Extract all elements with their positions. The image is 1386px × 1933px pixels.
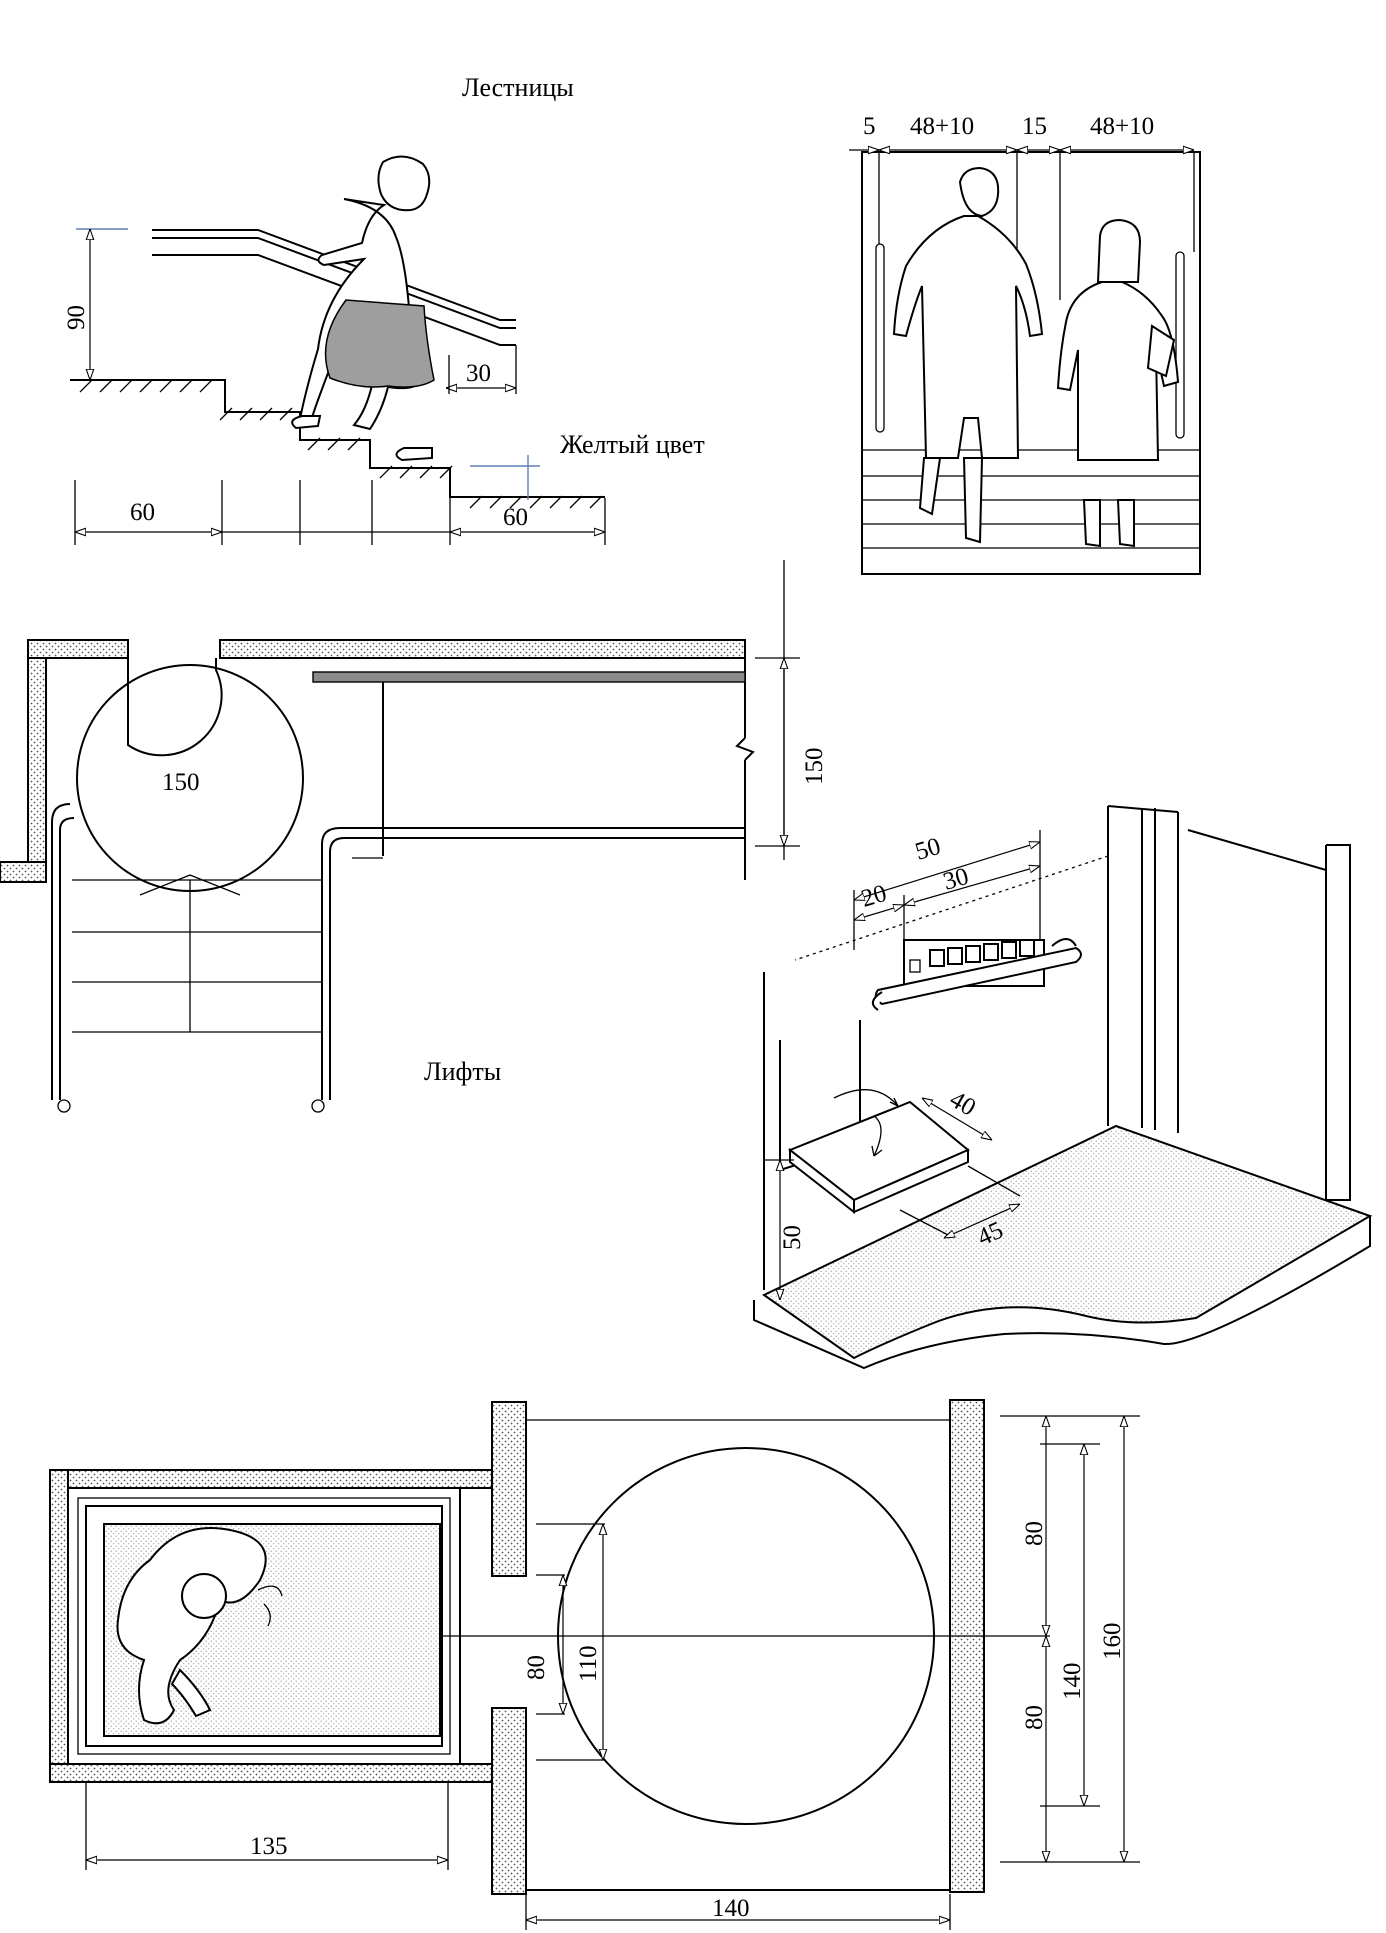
person-on-stairs bbox=[291, 155, 435, 462]
stairs-section-view: Лестницы 90 30 bbox=[63, 73, 705, 545]
lifts-title: Лифты bbox=[424, 1057, 501, 1086]
lift-floor bbox=[753, 1124, 1373, 1370]
turning-circle: 150 bbox=[76, 658, 304, 896]
dim-plan-140-vertical: 140 bbox=[1059, 1663, 1086, 1701]
stairs-front-view: 5 48+10 15 48+10 bbox=[849, 113, 1201, 575]
dim-plan-80-left: 80 bbox=[523, 1655, 550, 1680]
wall-rail-right bbox=[1175, 251, 1185, 439]
dim-stair-width-b: 48+10 bbox=[910, 113, 974, 140]
wall-rail-left bbox=[875, 243, 885, 433]
dim-plan-160: 160 bbox=[1099, 1623, 1126, 1661]
ground-hatching bbox=[79, 379, 603, 509]
landing-handrail bbox=[312, 671, 746, 683]
dim-panel-width: 30 bbox=[940, 863, 971, 896]
dim-panel-offset: 20 bbox=[858, 880, 889, 913]
dim-panel-total: 50 bbox=[912, 833, 943, 866]
dim-plan-80-bottom: 80 bbox=[1021, 1705, 1048, 1730]
landing-plan: 150 Лифты 150 bbox=[0, 560, 828, 1113]
dim-landing-circle: 150 bbox=[162, 769, 200, 796]
dim-stair-landing-right: 60 bbox=[503, 504, 528, 531]
dim-stair-rail-height: 90 bbox=[63, 305, 90, 330]
lift-call-panel bbox=[871, 938, 1082, 1011]
dim-plan-110: 110 bbox=[575, 1645, 602, 1682]
dim-plan-140-horizontal: 140 bbox=[712, 1895, 750, 1922]
person-front-right bbox=[1056, 218, 1180, 548]
dim-stair-rail-extension: 30 bbox=[466, 360, 491, 387]
lift-cabin-perspective: 50 20 30 40 45 50 bbox=[753, 805, 1373, 1370]
dim-stair-width-d: 48+10 bbox=[1090, 113, 1154, 140]
dim-landing-depth: 150 bbox=[801, 748, 828, 786]
stair-profile bbox=[70, 379, 605, 498]
person-front-left bbox=[892, 166, 1044, 544]
lift-turning-circle bbox=[557, 1447, 935, 1825]
dim-seat-height: 50 bbox=[779, 1225, 806, 1250]
dim-seat-depth: 40 bbox=[945, 1086, 980, 1122]
dim-plan-80-top: 80 bbox=[1021, 1521, 1048, 1546]
dim-plan-135: 135 bbox=[250, 1833, 288, 1860]
folding-seat bbox=[788, 1089, 970, 1215]
yellow-color-label: Желтый цвет bbox=[560, 430, 705, 459]
wheelchair-user bbox=[116, 1527, 283, 1725]
dim-stair-width-a: 5 bbox=[863, 113, 876, 140]
dim-stair-landing-left: 60 bbox=[130, 499, 155, 526]
stairs-title: Лестницы bbox=[462, 73, 574, 102]
dim-stair-width-c: 15 bbox=[1022, 113, 1047, 140]
lift-plan: 80 110 80 80 140 160 135 140 bbox=[49, 1399, 1140, 1930]
